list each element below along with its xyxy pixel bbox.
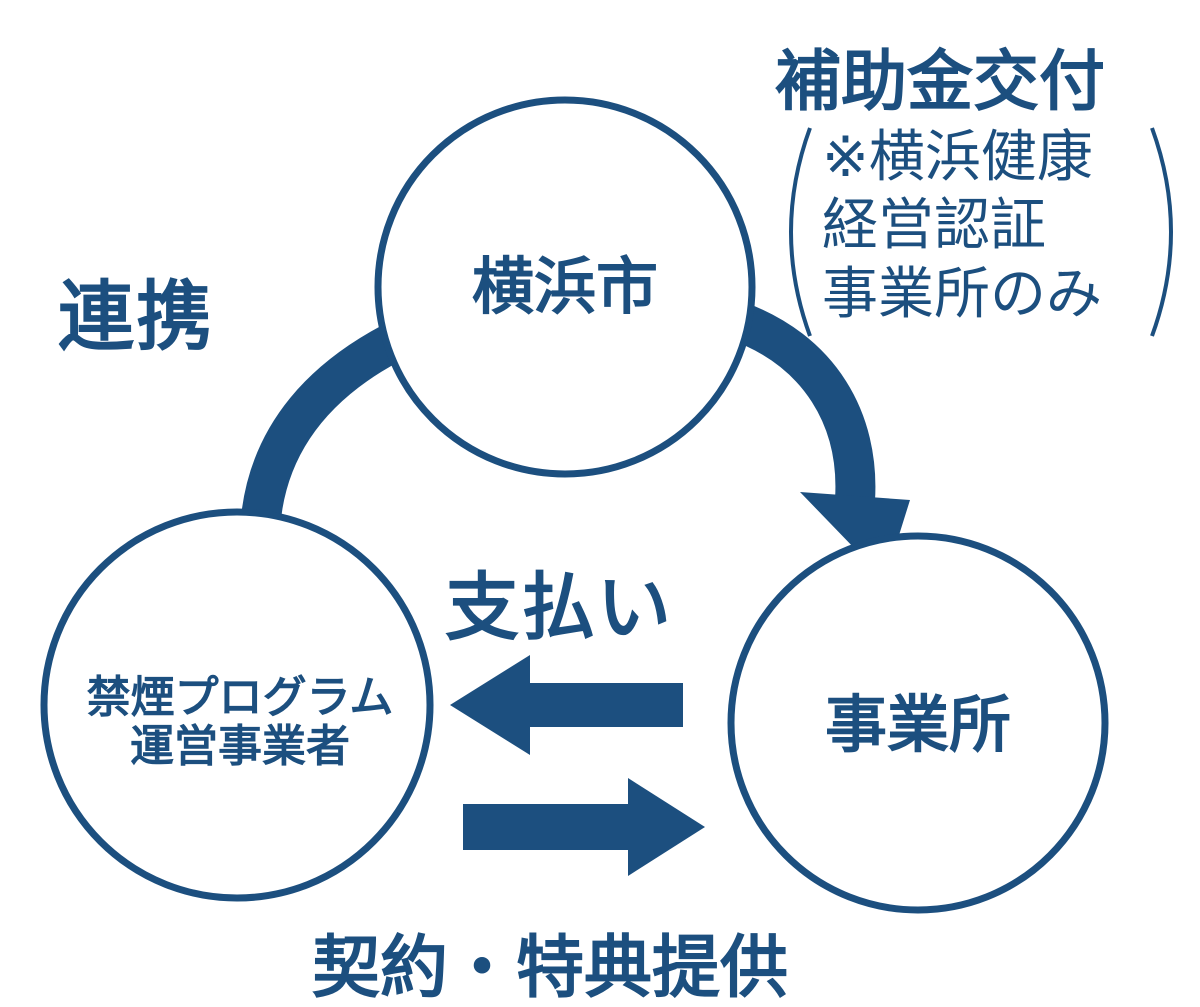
operator-label-line1: 禁煙プログラム — [86, 672, 394, 723]
contract-arrowhead — [628, 778, 705, 876]
operator-node — [40, 508, 434, 902]
subsidy-note-line1: ※横浜健康 — [822, 125, 1093, 190]
subsidy-arc — [727, 301, 876, 502]
subsidy-label: 補助金交付 — [775, 43, 1105, 120]
city-node-label: 横浜市 — [465, 252, 665, 321]
cooperation-label: 連携 — [58, 272, 214, 361]
payment-arrow-shaft — [528, 683, 683, 727]
business-label-text: 事業所 — [824, 688, 1011, 761]
operator-label-line2: 運営事業者 — [130, 721, 350, 773]
contract-arrow-shaft — [463, 804, 630, 850]
note-open-paren — [789, 127, 812, 337]
business-node-label: 事業所 — [808, 690, 1028, 759]
contract-label: 契約・特典提供 — [312, 929, 789, 1007]
city-label-text: 横浜市 — [471, 250, 658, 323]
subsidy-note: ※横浜健康 経営認証 事業所のみ — [822, 124, 1102, 329]
business-node — [727, 532, 1109, 914]
payment-arrowhead — [450, 655, 530, 755]
payment-label: 支払い — [445, 565, 673, 651]
operator-node-label: 禁煙プログラム 運営事業者 — [55, 673, 425, 772]
city-node — [374, 96, 756, 478]
subsidy-note-line3: 事業所のみ — [822, 261, 1102, 327]
note-close-paren — [1150, 127, 1173, 337]
subsidy-note-line2: 経営認証 — [822, 193, 1046, 259]
